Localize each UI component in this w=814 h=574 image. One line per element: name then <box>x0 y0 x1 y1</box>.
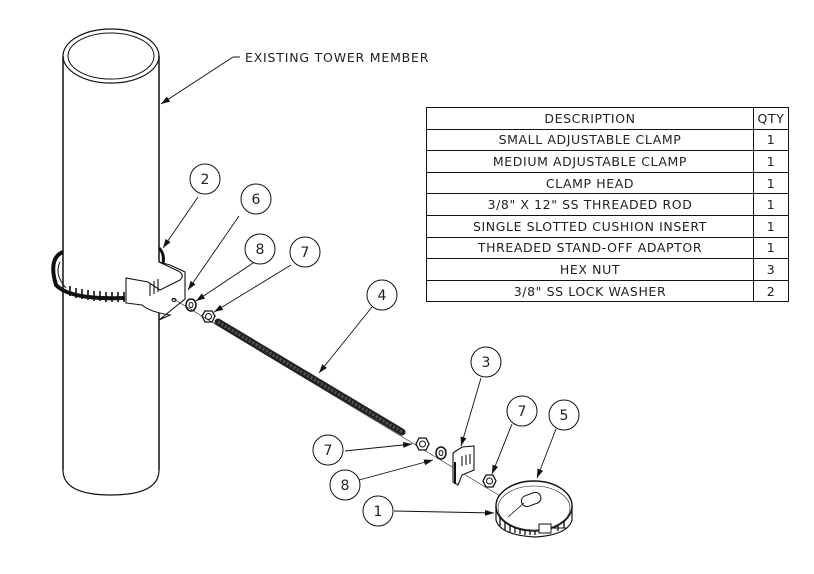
lock-washer-bottom <box>435 446 447 460</box>
balloon-label: 2 <box>201 172 210 188</box>
balloon-label: 7 <box>324 443 333 459</box>
assembly-centerline <box>171 297 541 521</box>
table-row: SINGLE SLOTTED CUSHION INSERT 1 <box>426 214 789 238</box>
balloon-item-5: 5 <box>548 399 580 431</box>
description-cell: 3/8" X 12" SS THREADED ROD <box>426 193 754 216</box>
tower-leader-line <box>160 56 240 105</box>
table-row: SMALL ADJUSTABLE CLAMP 1 <box>426 128 789 152</box>
description-cell: MEDIUM ADJUSTABLE CLAMP <box>426 150 754 173</box>
hex-nut-middle <box>415 437 430 451</box>
table-row: 3/8" X 12" SS THREADED ROD 1 <box>426 193 789 216</box>
leader-1 <box>393 509 495 516</box>
balloon-item-7-right: 7 <box>506 395 538 427</box>
table-row: THREADED STAND-OFF ADAPTOR 1 <box>426 236 789 260</box>
table-row: CLAMP HEAD 1 <box>426 171 789 195</box>
table-row: HEX NUT 3 <box>426 258 789 281</box>
balloon-label: 7 <box>301 245 310 261</box>
qty-cell: 1 <box>753 171 789 195</box>
balloon-leaders <box>162 196 557 516</box>
leader-8-bottom <box>358 459 434 481</box>
balloon-item-4: 4 <box>366 279 398 311</box>
balloon-item-1: 1 <box>362 495 394 527</box>
balloon-label: 5 <box>560 408 569 424</box>
hex-nut-right <box>482 474 497 488</box>
small-clamp-with-cushion <box>495 480 573 538</box>
leader-2 <box>162 196 199 249</box>
leader-7-right <box>491 423 513 475</box>
balloon-label: 4 <box>378 288 387 304</box>
balloon-label: 3 <box>482 355 491 371</box>
hex-nut-top <box>201 310 216 323</box>
balloon-label: 8 <box>341 478 350 494</box>
qty-header: QTY <box>753 107 789 130</box>
qty-cell: 3 <box>753 258 789 281</box>
existing-tower-member-label: EXISTING TOWER MEMBER <box>245 50 430 65</box>
leader-8-top <box>195 262 254 302</box>
balloon-item-6: 6 <box>240 183 272 215</box>
qty-cell: 1 <box>753 193 789 216</box>
table-row: 3/8" SS LOCK WASHER 2 <box>426 279 789 303</box>
qty-cell: 1 <box>753 214 789 238</box>
stand-off-adaptor <box>125 261 186 321</box>
description-cell: THREADED STAND-OFF ADAPTOR <box>426 236 754 260</box>
table-row: MEDIUM ADJUSTABLE CLAMP 1 <box>426 150 789 173</box>
balloon-label: 8 <box>256 242 265 258</box>
balloon-label: 1 <box>374 504 383 520</box>
threaded-rod <box>214 318 406 436</box>
description-cell: SMALL ADJUSTABLE CLAMP <box>426 128 754 152</box>
table-header-row: DESCRIPTION QTY <box>426 107 789 130</box>
leader-4 <box>318 306 373 374</box>
description-cell: HEX NUT <box>426 258 754 281</box>
description-header: DESCRIPTION <box>426 107 754 130</box>
medium-adjustable-clamp <box>51 246 165 302</box>
qty-cell: 1 <box>753 150 789 173</box>
balloon-item-8-top: 8 <box>244 233 276 265</box>
balloon-item-2: 2 <box>189 163 221 195</box>
clamp-head <box>452 445 475 486</box>
qty-cell: 1 <box>753 236 789 260</box>
bill-of-materials-table: DESCRIPTION QTY SMALL ADJUSTABLE CLAMP 1… <box>426 107 789 303</box>
balloon-item-3: 3 <box>470 346 502 378</box>
leader-3 <box>460 377 482 447</box>
description-cell: 3/8" SS LOCK WASHER <box>426 279 754 303</box>
leader-7-top <box>213 264 292 313</box>
balloon-item-7-top: 7 <box>289 236 321 268</box>
balloon-label: 7 <box>518 404 527 420</box>
tower-member-pipe <box>62 28 160 496</box>
qty-cell: 2 <box>753 279 789 303</box>
description-cell: CLAMP HEAD <box>426 171 754 195</box>
leader-6 <box>187 215 240 291</box>
balloon-label: 6 <box>252 192 261 208</box>
balloon-item-8-bottom: 8 <box>329 469 361 501</box>
description-cell: SINGLE SLOTTED CUSHION INSERT <box>426 214 754 238</box>
balloon-item-7-mid: 7 <box>312 434 344 466</box>
leader-7-mid <box>344 441 413 452</box>
qty-cell: 1 <box>753 128 789 152</box>
leader-5 <box>536 428 557 479</box>
